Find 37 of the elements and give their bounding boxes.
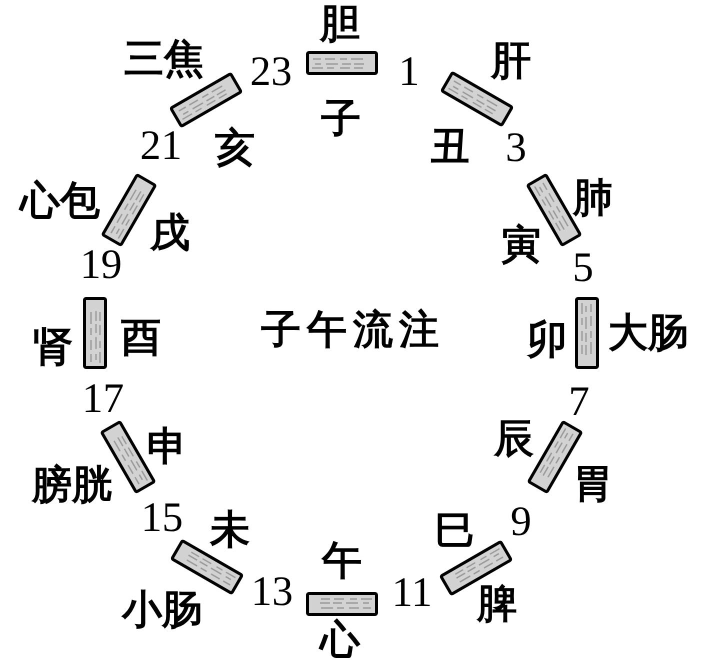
- organ-label: 肺: [572, 178, 613, 218]
- hour-number: 19: [80, 244, 122, 286]
- branch-label: 酉: [121, 318, 161, 358]
- branch-label: 未: [210, 510, 250, 550]
- hour-number: 9: [510, 501, 532, 543]
- diagram-title: 子午流注: [261, 310, 445, 350]
- branch-label: 寅: [501, 224, 541, 265]
- hour-number: 7: [568, 381, 590, 423]
- hour-number: 17: [82, 378, 124, 420]
- organ-label: 脾: [476, 584, 517, 624]
- hour-number: 13: [251, 571, 293, 613]
- hour-number: 23: [250, 51, 292, 93]
- organ-label: 肾: [33, 327, 73, 367]
- organ-label: 胃: [572, 464, 613, 504]
- hour-number: 5: [572, 247, 594, 289]
- branch-label: 申: [146, 426, 187, 467]
- organ-label: 三焦: [124, 39, 204, 79]
- branch-label: 卯: [527, 320, 567, 360]
- branch-label: 辰: [494, 418, 534, 459]
- branch-label: 子: [321, 99, 361, 139]
- organ-label: 心包: [20, 180, 100, 221]
- hour-number: 15: [141, 497, 183, 539]
- branch-label: 戌: [150, 212, 190, 253]
- organ-label: 肝: [490, 41, 531, 81]
- organ-label: 心: [320, 620, 360, 660]
- hour-number: 21: [140, 125, 182, 167]
- organ-label: 小肠: [122, 590, 202, 630]
- branch-label: 丑: [430, 126, 470, 167]
- hour-number: 1: [398, 51, 420, 93]
- branch-label: 亥: [214, 128, 255, 168]
- organ-label: 膀胱: [32, 464, 112, 505]
- hour-number: 11: [392, 572, 432, 614]
- hour-number: 3: [506, 127, 526, 169]
- branch-label: 巳: [434, 511, 475, 551]
- organ-label: 大肠: [608, 313, 688, 353]
- branch-label: 午: [322, 541, 362, 581]
- organ-label: 胆: [320, 4, 360, 44]
